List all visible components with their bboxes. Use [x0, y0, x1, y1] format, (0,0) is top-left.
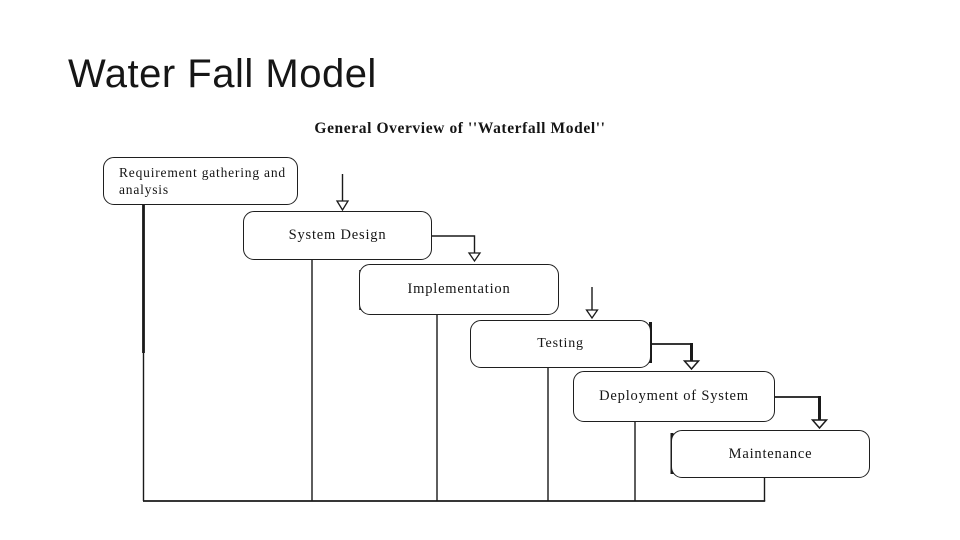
stage-box-deployment: Deployment of System: [573, 371, 775, 422]
arrowhead-req-to-design: [335, 200, 350, 212]
stage-box-implementation: Implementation: [359, 264, 559, 315]
arrowhead-deploy-to-maint: [810, 419, 829, 430]
stage-label-system-design: System Design: [288, 227, 387, 243]
stage-label-requirement-gathering: Requirement gathering and analysis: [119, 165, 286, 197]
arrowhead-design-to-impl: [467, 252, 482, 263]
slide-title: Water Fall Model: [68, 52, 377, 96]
stage-box-requirement-gathering: Requirement gathering and analysis: [103, 157, 298, 205]
stage-label-maintenance: Maintenance: [728, 445, 813, 462]
diagram-title: General Overview of ''Waterfall Model'': [314, 120, 606, 137]
stage-box-testing: Testing: [470, 320, 651, 368]
stage-box-system-design: System Design: [243, 211, 432, 260]
elbow-line-design-to-impl: [432, 235, 476, 253]
arrowhead-testing-to-deploy: [682, 360, 701, 371]
arrowhead-impl-to-testing: [585, 309, 599, 320]
stage-box-maintenance: Maintenance: [671, 430, 870, 478]
stage-label-deployment: Deployment of System: [599, 388, 749, 404]
stage-label-testing: Testing: [537, 336, 584, 351]
stage-label-implementation: Implementation: [407, 281, 511, 297]
